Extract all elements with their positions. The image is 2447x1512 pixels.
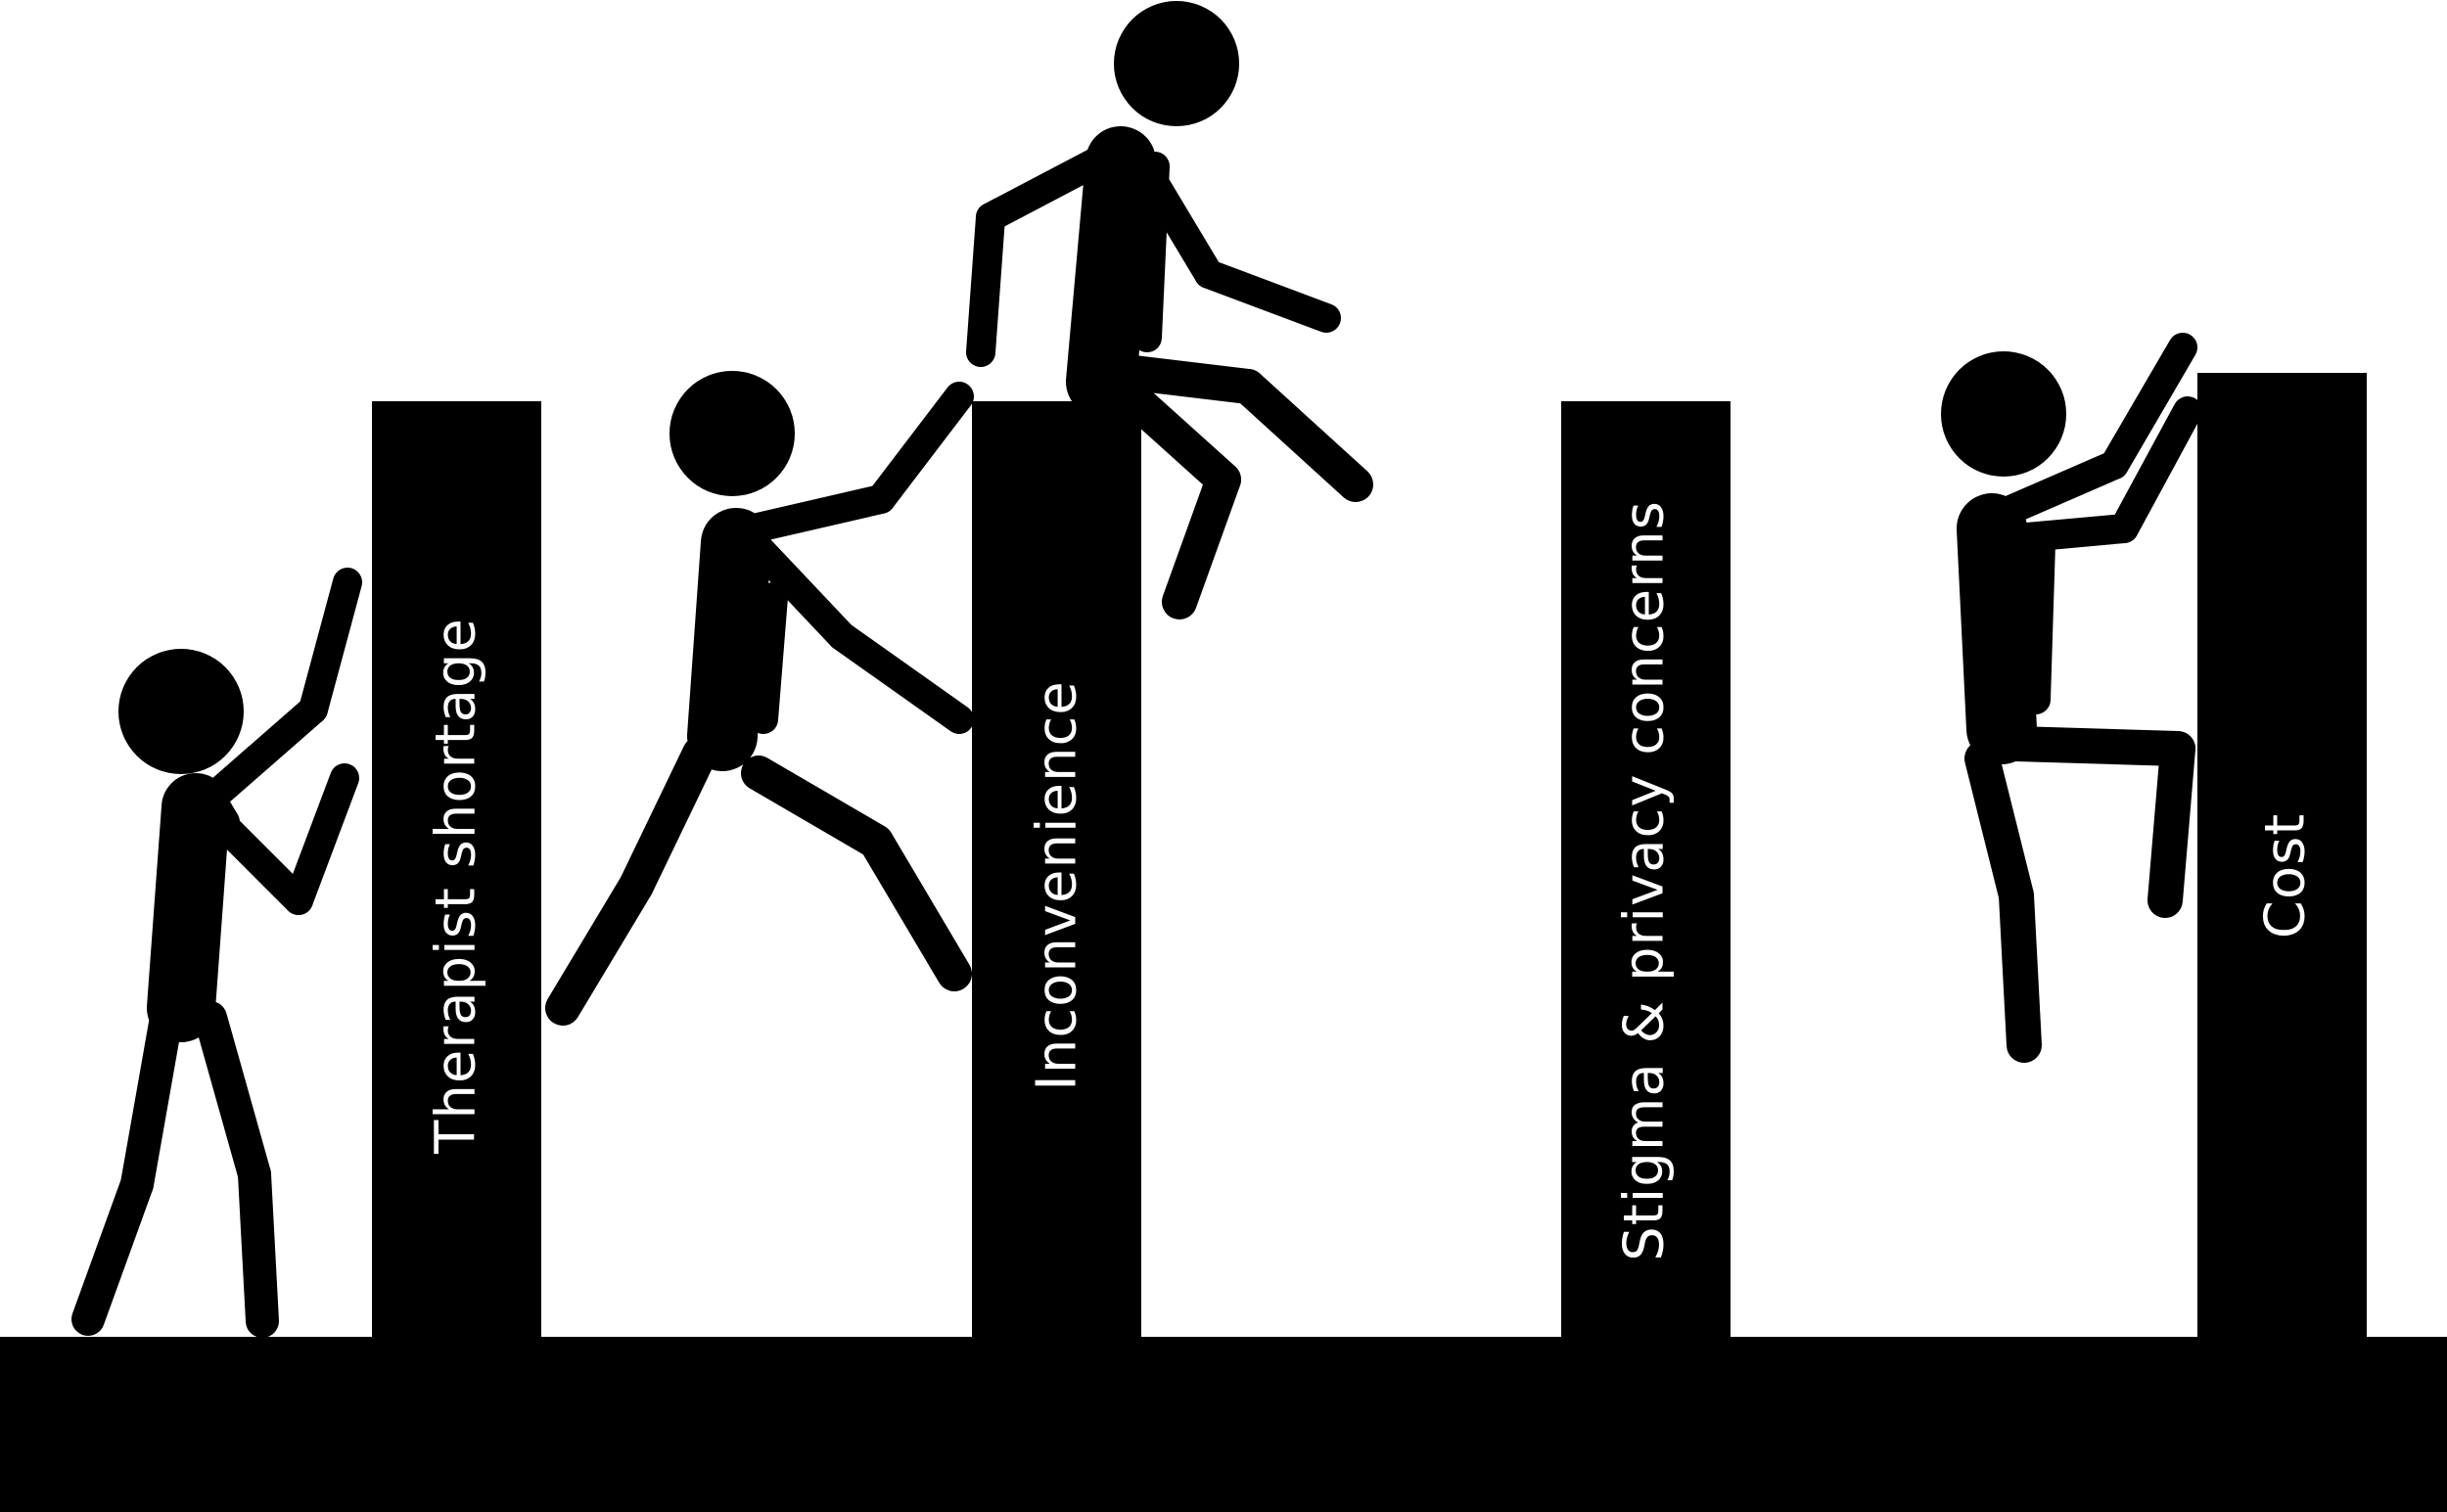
barrier-pillar-cost [2197, 373, 2367, 1342]
barrier-label-stigma-privacy: Stigma & privacy concerns [1613, 500, 1677, 1261]
barrier-pillar-stigma-privacy [1561, 401, 1731, 1341]
climber-figure-2 [545, 371, 974, 1026]
figure-4-head [1941, 351, 2066, 477]
barrier-pillar-therapist-shortage [372, 401, 541, 1341]
ground [0, 1337, 2447, 1512]
barrier-label-cost: Cost [2254, 813, 2318, 939]
figure-1-head [118, 649, 244, 774]
figure-4-accent [2021, 528, 2055, 714]
climber-figure-4 [1941, 333, 2202, 1063]
figure-2-accent [749, 582, 788, 734]
figure-3-head [1114, 1, 1239, 126]
barrier-pillar-inconvenience [972, 401, 1141, 1341]
barrier-label-inconvenience: Inconvenience [1026, 680, 1089, 1090]
climber-figure-3 [966, 1, 1373, 619]
barrier-label-therapist-shortage: Therapist shortage [425, 618, 488, 1155]
figure-2-head [669, 371, 795, 496]
climber-figure-1 [71, 568, 362, 1338]
